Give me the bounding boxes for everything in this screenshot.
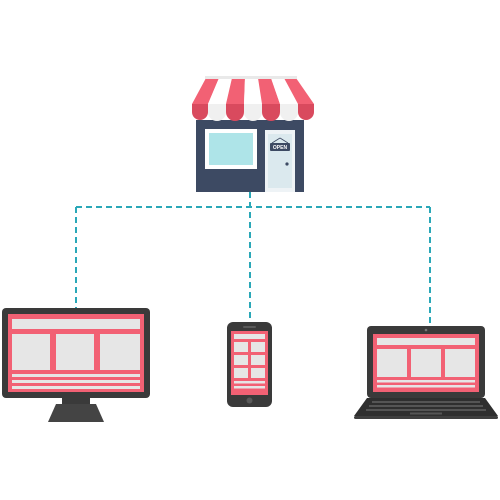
awning-scallop-6 [280,104,298,121]
laptop-camera [424,328,428,332]
awning-scallop-5 [262,104,280,121]
phone-block-2 [251,342,265,352]
desktop-monitor-icon [2,308,150,422]
awning-stripe-6 [271,78,298,104]
desktop-stand-base [48,404,104,422]
desktop-panel-2 [56,334,94,370]
awning-top-edge [205,76,297,79]
laptop-keyboard [366,401,486,415]
awning-stripe-5 [258,78,280,104]
desktop-line-1 [12,374,140,377]
connector-lines [75,192,431,326]
open-sign-string [271,137,281,144]
awning-stripe-4 [244,78,262,104]
phone-block-5 [234,368,248,378]
desktop-panel-3 [100,334,140,370]
store-window-glass [209,133,253,165]
open-sign [270,143,290,151]
desktop-stand-neck [62,398,90,406]
phone-header-bar [234,334,265,339]
phone-speaker [243,326,256,328]
laptop-icon [354,326,498,419]
laptop-panel-2 [411,349,441,377]
awning-stripe-7 [284,78,314,104]
store-door-inner [268,134,292,188]
laptop-base-edge [354,416,498,419]
storefront-icon: OPEN [192,76,314,192]
awning-scallop-4 [244,104,262,121]
desktop-panel-1 [12,334,50,370]
smartphone-icon [227,322,272,407]
open-sign-string-2 [279,137,289,144]
laptop-header-bar [377,338,475,345]
awning-stripe-1 [192,78,219,104]
phone-block-4 [251,355,265,365]
awning-scallop-1 [192,104,208,120]
awning-scallop-2 [208,104,226,121]
laptop-panel-3 [445,349,475,377]
laptop-line-2 [377,385,475,388]
desktop-line-3 [12,386,140,389]
phone-line-2 [234,386,265,389]
phone-home-button [246,397,253,404]
awning-scallop-7 [298,104,314,120]
phone-block-3 [234,355,248,365]
awning-stripe-3 [226,78,245,104]
store-awning [192,76,314,121]
store-door-knob [285,162,289,166]
phone-block-6 [251,368,265,378]
awning-stripe-2 [208,78,232,104]
desktop-line-2 [12,380,140,383]
desktop-header-bar [12,319,140,329]
laptop-panel-1 [377,349,407,377]
phone-line-1 [234,381,265,384]
open-sign-label: OPEN [273,145,288,151]
laptop-line-1 [377,380,475,383]
awning-scallop-3 [226,104,244,121]
phone-block-1 [234,342,248,352]
